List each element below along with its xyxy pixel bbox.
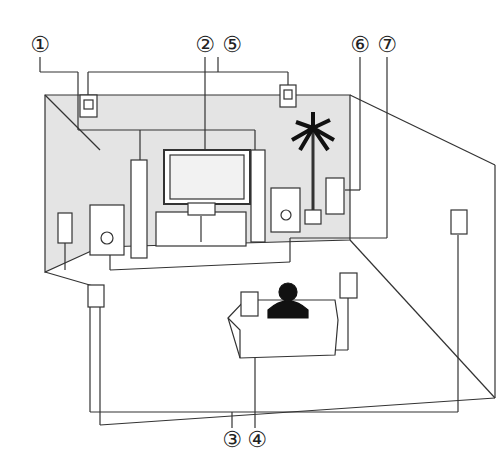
tower-speaker [131,160,147,258]
leader-line [254,130,255,150]
leader-line [217,57,218,72]
subwoofer [326,178,344,214]
room-edge [99,288,100,425]
speaker-stand [64,243,65,270]
plant-trunk [312,128,315,212]
front-speaker [90,205,124,255]
speaker-cone [101,232,113,244]
leader-line [139,130,140,160]
speaker [280,85,296,107]
speaker-cone [281,210,291,220]
leader-line [345,189,360,190]
leader-line [457,235,458,412]
callout-number: ① [30,33,50,57]
rear-speaker [88,285,104,307]
center-speaker [188,203,215,215]
leader-line [289,238,290,262]
surround-speaker [340,273,357,298]
callout-number: ④ [247,428,267,452]
back-wall [45,95,350,272]
leader-line [40,71,78,72]
leader-line [109,255,110,270]
leader-line [39,57,40,72]
speaker-cone [84,100,93,109]
leader-line [347,298,348,350]
leader-line [77,72,78,130]
rear-speaker [451,210,467,234]
cabinet-door [200,216,201,242]
plant-leaves [292,112,334,150]
speaker [80,95,97,117]
room-edge [350,95,495,165]
tv-screen [170,155,244,199]
leader-line [89,307,90,412]
speaker-cone [284,90,292,99]
leader-line [110,262,290,270]
room-edge [350,240,495,398]
plant-pot [305,210,321,224]
callout-number: ⑦ [377,33,397,57]
leader-line [87,72,88,95]
tv-cabinet [156,212,246,246]
leader-line [287,72,288,85]
tower-speaker [251,150,265,242]
sofa-arm [228,318,240,358]
leader-line [78,129,255,130]
listener-head [279,283,297,301]
surround-speaker [241,292,258,316]
leader-line [386,57,387,238]
leader-line [90,411,458,412]
leader-line [88,71,288,72]
television [164,150,250,204]
room-edge [494,165,495,398]
listener [268,301,308,318]
callout-number: ② [195,33,215,57]
callout-number: ⑤ [222,33,242,57]
leader-line [290,237,387,238]
callout-number: ③ [222,428,242,452]
room-edge [45,95,100,150]
leader-line [231,412,232,428]
callout-number: ⑥ [350,33,370,57]
front-speaker [271,188,300,232]
side-speaker [58,213,72,243]
leader-line [359,57,360,190]
